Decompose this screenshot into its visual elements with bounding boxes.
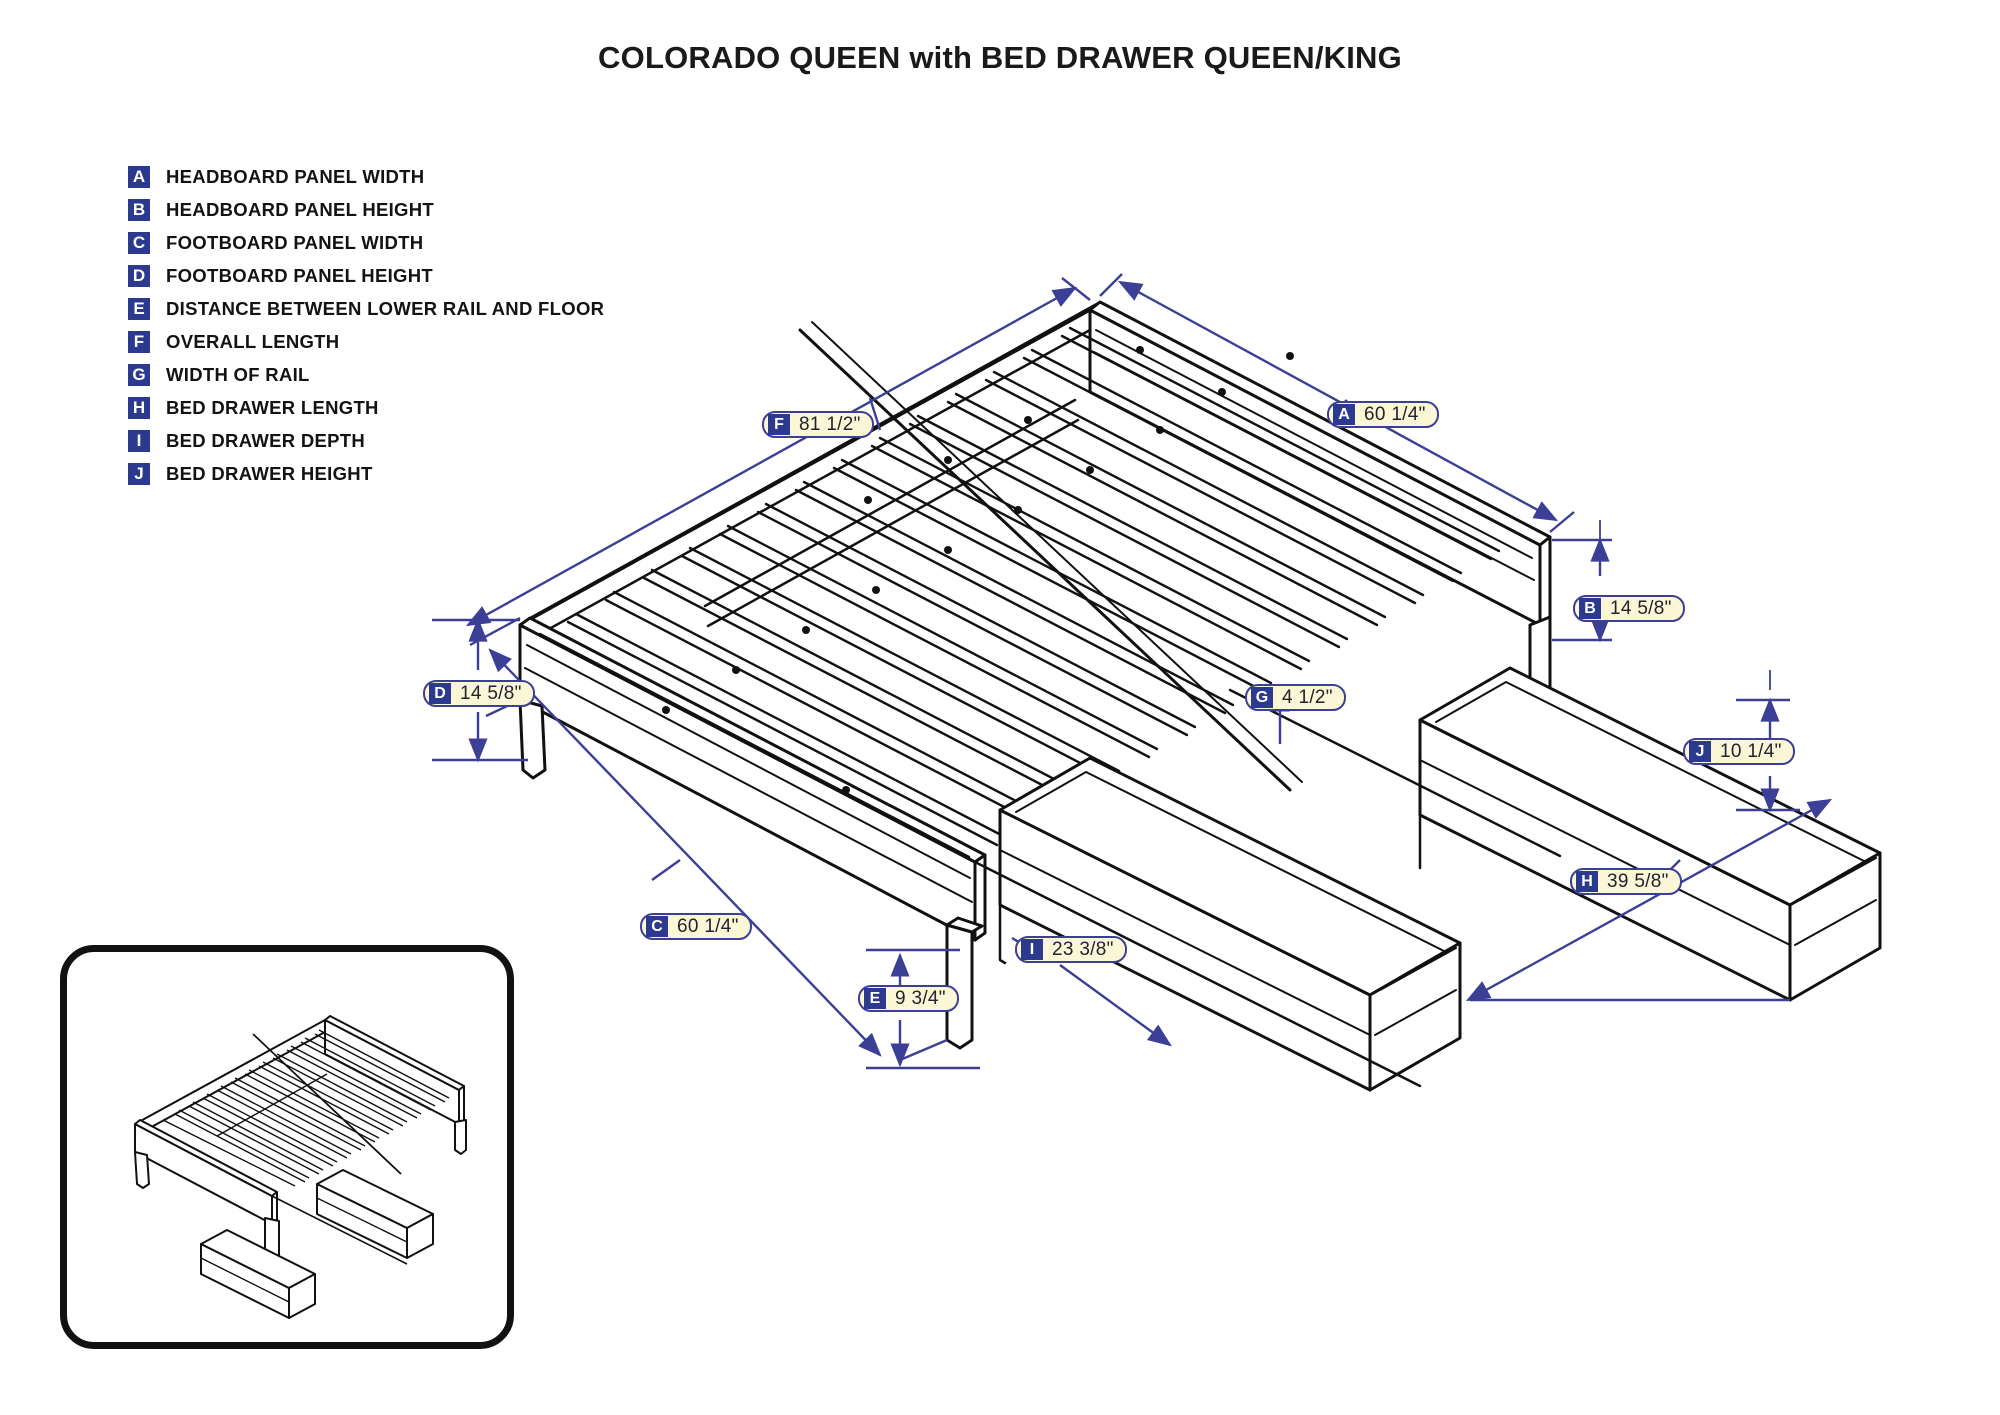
legend-item-h: H BED DRAWER LENGTH [128, 391, 604, 424]
callout-b: B 14 5/8" [1573, 595, 1685, 622]
page-title: COLORADO QUEEN with BED DRAWER QUEEN/KIN… [598, 40, 1402, 75]
callout-f: F 81 1/2" [762, 411, 874, 438]
legend-label-a: HEADBOARD PANEL WIDTH [166, 165, 425, 187]
legend-badge-f: F [128, 330, 150, 353]
legend-badge-d: D [128, 264, 150, 287]
callout-value-j: 10 1/4" [1720, 740, 1782, 762]
callout-badge-h: H [1576, 871, 1598, 892]
legend-badge-b: B [128, 198, 150, 221]
legend-item-c: C FOOTBOARD PANEL WIDTH [128, 226, 604, 259]
callout-i: I 23 3/8" [1015, 936, 1127, 963]
callout-value-d: 14 5/8" [460, 682, 522, 704]
legend-badge-h: H [128, 396, 150, 419]
legend-label-g: WIDTH OF RAIL [166, 363, 310, 385]
legend-label-f: OVERALL LENGTH [166, 330, 340, 352]
callout-value-f: 81 1/2" [799, 413, 861, 435]
legend-label-j: BED DRAWER HEIGHT [166, 462, 373, 484]
callout-badge-b: B [1579, 598, 1601, 619]
callout-c: C 60 1/4" [640, 913, 752, 940]
callout-badge-f: F [768, 414, 790, 435]
legend-badge-c: C [128, 231, 150, 254]
callout-badge-e: E [864, 988, 886, 1009]
thumbnail-bed-drawing [134, 1015, 467, 1319]
legend-label-i: BED DRAWER DEPTH [166, 429, 366, 451]
legend-item-i: I BED DRAWER DEPTH [128, 424, 604, 457]
callout-badge-g: G [1251, 687, 1273, 708]
callout-badge-d: D [429, 683, 451, 704]
callout-badge-c: C [646, 916, 668, 937]
callout-value-c: 60 1/4" [677, 915, 739, 937]
legend-label-b: HEADBOARD PANEL HEIGHT [166, 198, 435, 220]
callout-a: A 60 1/4" [1327, 401, 1439, 428]
legend-label-c: FOOTBOARD PANEL WIDTH [166, 231, 424, 253]
legend-item-j: J BED DRAWER HEIGHT [128, 457, 604, 490]
callout-value-i: 23 3/8" [1052, 938, 1114, 960]
callout-e: E 9 3/4" [858, 985, 959, 1012]
legend-badge-g: G [128, 363, 150, 386]
product-thumbnail-inset [60, 945, 514, 1349]
legend-badge-a: A [128, 165, 150, 188]
callout-j: J 10 1/4" [1683, 738, 1795, 765]
legend-label-h: BED DRAWER LENGTH [166, 396, 379, 418]
callout-d: D 14 5/8" [423, 680, 535, 707]
callout-value-a: 60 1/4" [1364, 403, 1426, 425]
dimension-legend: A HEADBOARD PANEL WIDTH B HEADBOARD PANE… [128, 160, 604, 490]
callout-badge-j: J [1689, 741, 1711, 762]
callout-g: G 4 1/2" [1245, 684, 1346, 711]
callout-value-g: 4 1/2" [1282, 686, 1333, 708]
legend-badge-e: E [128, 297, 150, 320]
callout-h: H 39 5/8" [1570, 868, 1682, 895]
legend-item-b: B HEADBOARD PANEL HEIGHT [128, 193, 604, 226]
callout-value-e: 9 3/4" [895, 987, 946, 1009]
callout-value-b: 14 5/8" [1610, 597, 1672, 619]
legend-item-d: D FOOTBOARD PANEL HEIGHT [128, 259, 604, 292]
legend-label-d: FOOTBOARD PANEL HEIGHT [166, 264, 433, 286]
callout-badge-a: A [1333, 404, 1355, 425]
callout-value-h: 39 5/8" [1607, 870, 1669, 892]
legend-item-a: A HEADBOARD PANEL WIDTH [128, 160, 604, 193]
legend-item-g: G WIDTH OF RAIL [128, 358, 604, 391]
legend-item-f: F OVERALL LENGTH [128, 325, 604, 358]
legend-badge-i: I [128, 429, 150, 452]
legend-badge-j: J [128, 462, 150, 485]
callout-badge-i: I [1021, 939, 1043, 960]
